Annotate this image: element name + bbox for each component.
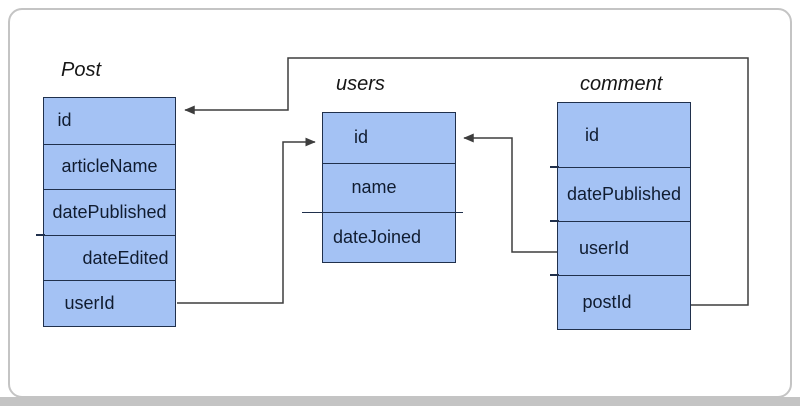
field-row: dateEdited [36, 234, 175, 281]
field-row: userId [44, 280, 175, 326]
field-row: id [44, 98, 175, 144]
field-row: datePublished [44, 189, 175, 235]
field-row: id [323, 113, 455, 163]
table-post: id articleName datePublished dateEdited … [36, 97, 176, 327]
field-label: id [584, 124, 599, 145]
field-label: datePublished [52, 201, 167, 222]
field-label: articleName [61, 156, 158, 177]
field-row: datePublished [550, 166, 690, 221]
field-label: userId [64, 293, 115, 314]
field-row: dateJoined [302, 211, 463, 262]
field-label: datePublished [566, 184, 682, 204]
field-row: name [323, 162, 455, 213]
field-label: dateEdited [82, 247, 169, 268]
table-users: id name dateJoined [302, 112, 463, 263]
field-row: postId [550, 274, 690, 329]
field-label: id [353, 127, 368, 148]
field-label: name [351, 177, 397, 198]
field-label: postId [582, 292, 632, 312]
table-title-post: Post [61, 59, 102, 81]
field-row: articleName [44, 143, 175, 190]
field-row: userId [550, 220, 690, 275]
field-row: id [558, 103, 690, 167]
field-label: id [57, 110, 72, 131]
table-title-comment: comment [580, 73, 663, 95]
table-title-users: users [336, 73, 385, 95]
field-label: userId [578, 238, 630, 258]
bottom-edge-strip [0, 397, 800, 406]
field-label: dateJoined [332, 227, 422, 248]
table-comment: id datePublished userId postId [550, 102, 691, 330]
